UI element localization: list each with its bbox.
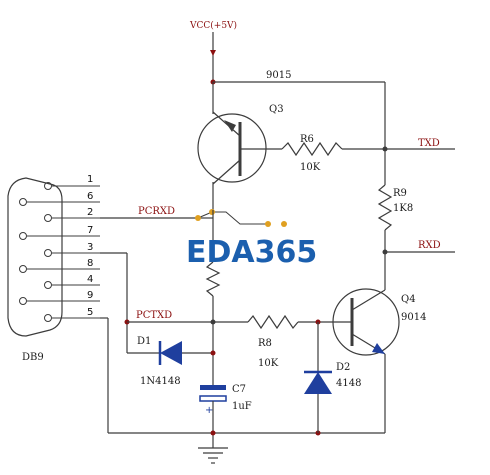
q3-emitter — [212, 111, 241, 137]
pcrxd-pad — [195, 215, 201, 221]
eda365-watermark: EDA365 — [186, 235, 317, 270]
c7-plate-top — [200, 385, 226, 390]
vcc-label: VCC(+5V) — [189, 20, 237, 31]
db9-pin-hole — [44, 182, 52, 190]
d2-name: D2 — [336, 362, 350, 373]
d1-junction — [210, 350, 216, 356]
db9-pin-hole — [44, 281, 52, 289]
db9-pin-hole — [19, 232, 27, 240]
r8-resistor — [247, 314, 299, 330]
r8-value: 10K — [258, 358, 279, 369]
pin-number: 1 — [87, 174, 93, 185]
pin-number: 8 — [87, 258, 93, 269]
d2-value: 4148 — [336, 378, 361, 389]
r6-junction — [382, 146, 388, 152]
logo-pad — [265, 221, 271, 227]
pin-number: 3 — [87, 242, 93, 253]
vcc-arrow-icon — [210, 50, 216, 56]
pin-number: 2 — [87, 207, 93, 218]
r6-value: 10K — [300, 162, 321, 173]
pctxd-label: PCTXD — [136, 310, 172, 321]
pcrxd-label: PCRXD — [138, 206, 175, 217]
ground-icon — [198, 447, 228, 464]
r9-name: R9 — [393, 188, 407, 199]
pin-number: 6 — [87, 191, 93, 202]
txd-label: TXD — [418, 138, 440, 149]
db9-pin-hole — [44, 314, 52, 322]
pin-number: 5 — [87, 307, 93, 318]
db9-pin-hole — [44, 249, 52, 257]
c7-value: 1uF — [232, 401, 252, 412]
db9-pin-numbers: 1 6 2 7 3 8 4 9 5 — [87, 174, 93, 318]
q3-label: Q3 — [269, 104, 284, 115]
db9-pin-hole — [44, 214, 52, 222]
top-wire-label: 9015 — [266, 70, 291, 81]
q3-transistor-body — [197, 113, 267, 183]
r6-name: R6 — [300, 134, 314, 145]
db9-pin-holes — [19, 182, 52, 322]
db9-connector-body — [7, 177, 63, 337]
db9-pin-wires — [27, 185, 100, 319]
db9-pin-hole — [19, 265, 27, 273]
q3-emitter-arrow-icon — [224, 120, 236, 132]
pin-number: 4 — [87, 274, 93, 285]
r9-value: 1K8 — [393, 203, 413, 214]
c7-plate-bottom — [199, 395, 227, 402]
d1-diode-icon — [160, 341, 182, 365]
c7-name: C7 — [232, 384, 246, 395]
d2-diode-icon — [304, 372, 332, 394]
q4-emitter-arrow-icon — [372, 343, 385, 354]
rxd-label: RXD — [418, 240, 441, 251]
db9-pin-hole — [19, 297, 27, 305]
d1-value: 1N4148 — [140, 376, 181, 387]
q4-collector — [351, 289, 386, 311]
d1-name: D1 — [137, 336, 151, 347]
logo-pad — [281, 221, 287, 227]
ground-junction — [210, 430, 216, 436]
logo-pad — [209, 209, 215, 215]
pcrxd-logo-trace — [197, 211, 268, 225]
r7-resistor — [205, 261, 221, 297]
r8-name: R8 — [258, 338, 272, 349]
r6-resistor — [281, 141, 343, 157]
pin-number: 9 — [87, 290, 93, 301]
q3-collector — [212, 159, 241, 185]
r9-resistor — [377, 184, 393, 231]
db9-label: DB9 — [22, 352, 44, 363]
c7-polarity-icon: + — [205, 405, 213, 416]
pin-number: 7 — [87, 225, 93, 236]
q4-label: Q4 — [401, 294, 416, 305]
db9-pin-hole — [19, 198, 27, 206]
q4-type: 9014 — [401, 312, 426, 323]
